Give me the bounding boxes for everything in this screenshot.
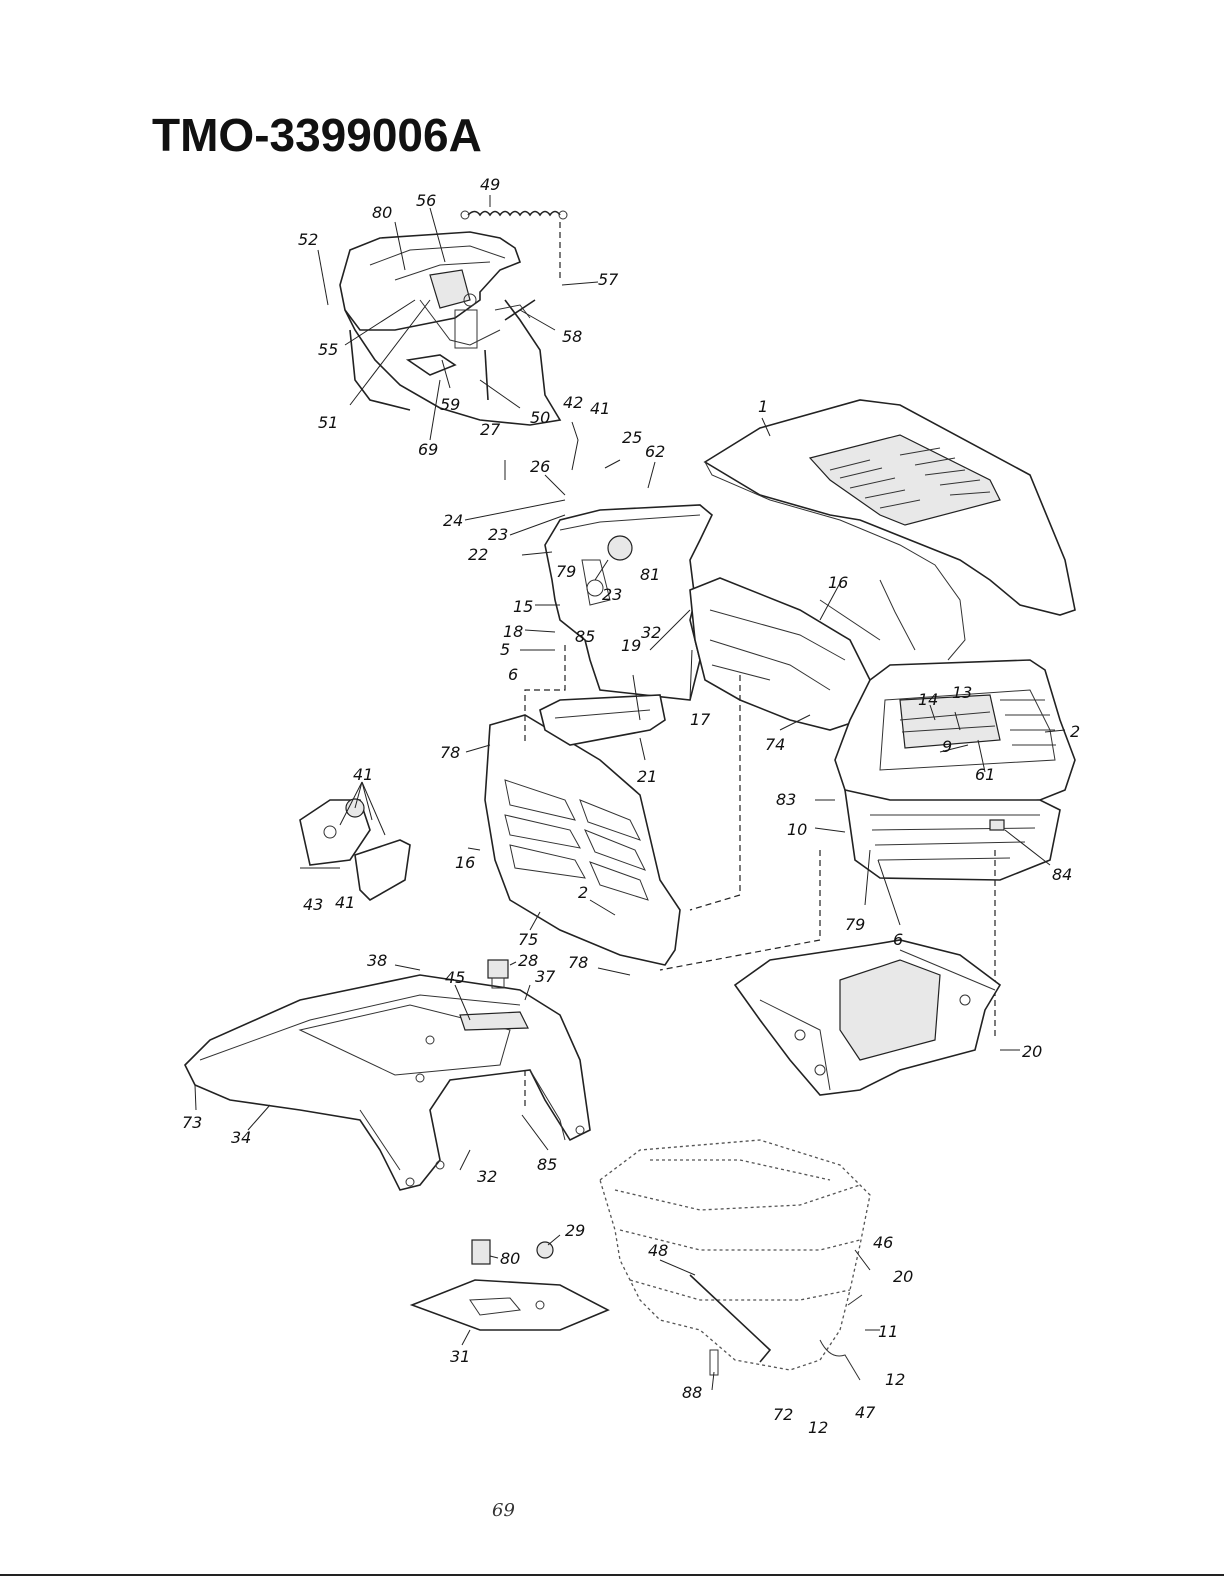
- callout-18: 18: [503, 622, 523, 641]
- engine-part: [599, 1139, 880, 1381]
- callout-78: 78: [568, 953, 588, 972]
- diagram-title: TMO-3399006A: [152, 109, 482, 161]
- leader-lines: [194, 207, 986, 1391]
- callout-22: 22: [468, 545, 488, 564]
- callout-52: 52: [298, 230, 318, 249]
- frame-part: [733, 939, 1020, 1096]
- callout-15: 15: [513, 597, 533, 616]
- callout-46: 46: [873, 1233, 893, 1252]
- footer-rule: [0, 1574, 1224, 1576]
- callout-labels: 1 2 2 5 6 6 9 10 11 12 12 13 14 15 16 16…: [182, 175, 1080, 1437]
- callout-72: 72: [773, 1405, 793, 1424]
- callout-41: 41: [335, 893, 355, 912]
- callout-57: 57: [598, 270, 619, 289]
- callout-6: 6: [508, 665, 518, 684]
- callout-48: 48: [648, 1241, 668, 1260]
- callout-21: 21: [637, 767, 657, 786]
- callout-42: 42: [563, 393, 583, 412]
- fuel-cap-part: [487, 959, 509, 989]
- callout-12: 12: [808, 1418, 828, 1437]
- callout-25: 25: [622, 428, 642, 447]
- callout-2: 2: [1070, 722, 1080, 741]
- callout-88: 88: [682, 1383, 702, 1402]
- callout-17: 17: [690, 710, 711, 729]
- front-grille-panel-part: [484, 714, 681, 966]
- callout-19: 19: [621, 636, 641, 655]
- callout-56: 56: [416, 191, 436, 210]
- rear-fender-part: [184, 974, 591, 1191]
- callout-10: 10: [787, 820, 807, 839]
- callout-49: 49: [480, 175, 500, 194]
- callout-38: 38: [367, 951, 387, 970]
- battery-plate-part: [409, 1239, 610, 1331]
- callout-43: 43: [303, 895, 323, 914]
- dash-panel-assembly: [339, 231, 562, 426]
- callout-14: 14: [918, 690, 938, 709]
- callout-9: 9: [942, 737, 952, 756]
- callout-59: 59: [440, 395, 460, 414]
- callout-37: 37: [535, 967, 556, 986]
- callout-55: 55: [318, 340, 338, 359]
- callout-83: 83: [776, 790, 796, 809]
- callout-1: 1: [758, 397, 768, 416]
- callout-79: 79: [556, 562, 576, 581]
- side-panel-part: [689, 577, 881, 731]
- callout-73: 73: [182, 1113, 202, 1132]
- callout-26: 26: [530, 457, 550, 476]
- callout-85: 85: [575, 627, 595, 646]
- bracket-part: [539, 694, 666, 761]
- callout-45: 45: [445, 968, 465, 987]
- callout-11: 11: [878, 1322, 898, 1341]
- callout-62: 62: [645, 442, 665, 461]
- callout-20: 20: [1022, 1042, 1042, 1061]
- callout-5: 5: [500, 640, 510, 659]
- callout-74: 74: [765, 735, 785, 754]
- page-number: 69: [492, 1500, 515, 1521]
- callout-16: 16: [828, 573, 848, 592]
- callout-32: 32: [641, 623, 661, 642]
- callout-12: 12: [885, 1370, 905, 1389]
- callout-79: 79: [845, 915, 865, 934]
- callout-28: 28: [518, 951, 538, 970]
- callout-41: 41: [353, 765, 373, 784]
- callout-13: 13: [952, 683, 972, 702]
- callout-41: 41: [590, 399, 610, 418]
- callout-34: 34: [231, 1128, 251, 1147]
- callout-58: 58: [562, 327, 582, 346]
- callout-85: 85: [537, 1155, 557, 1174]
- spring-part: [460, 195, 599, 286]
- callout-84: 84: [1052, 865, 1072, 884]
- callout-80: 80: [500, 1249, 520, 1268]
- callout-31: 31: [450, 1347, 470, 1366]
- callout-23: 23: [602, 585, 622, 604]
- pedal-bracket-part: [299, 781, 411, 901]
- callout-47: 47: [855, 1403, 876, 1422]
- grille-housing-part: [834, 659, 1076, 806]
- callout-20: 20: [893, 1267, 913, 1286]
- front-grille-lower-part: [814, 788, 1061, 881]
- callout-6: 6: [893, 930, 903, 949]
- hood-part: [703, 399, 1076, 661]
- callout-81: 81: [640, 565, 660, 584]
- callout-23: 23: [488, 525, 508, 544]
- callout-16: 16: [455, 853, 475, 872]
- callout-24: 24: [443, 511, 463, 530]
- callout-78: 78: [440, 743, 460, 762]
- callout-69: 69: [418, 440, 438, 459]
- callout-80: 80: [372, 203, 392, 222]
- callout-2: 2: [578, 883, 588, 902]
- callout-75: 75: [518, 930, 538, 949]
- callout-32: 32: [477, 1167, 497, 1186]
- callout-29: 29: [565, 1221, 585, 1240]
- callout-61: 61: [975, 765, 995, 784]
- callout-27: 27: [480, 420, 501, 439]
- callout-50: 50: [530, 408, 550, 427]
- callout-51: 51: [318, 413, 338, 432]
